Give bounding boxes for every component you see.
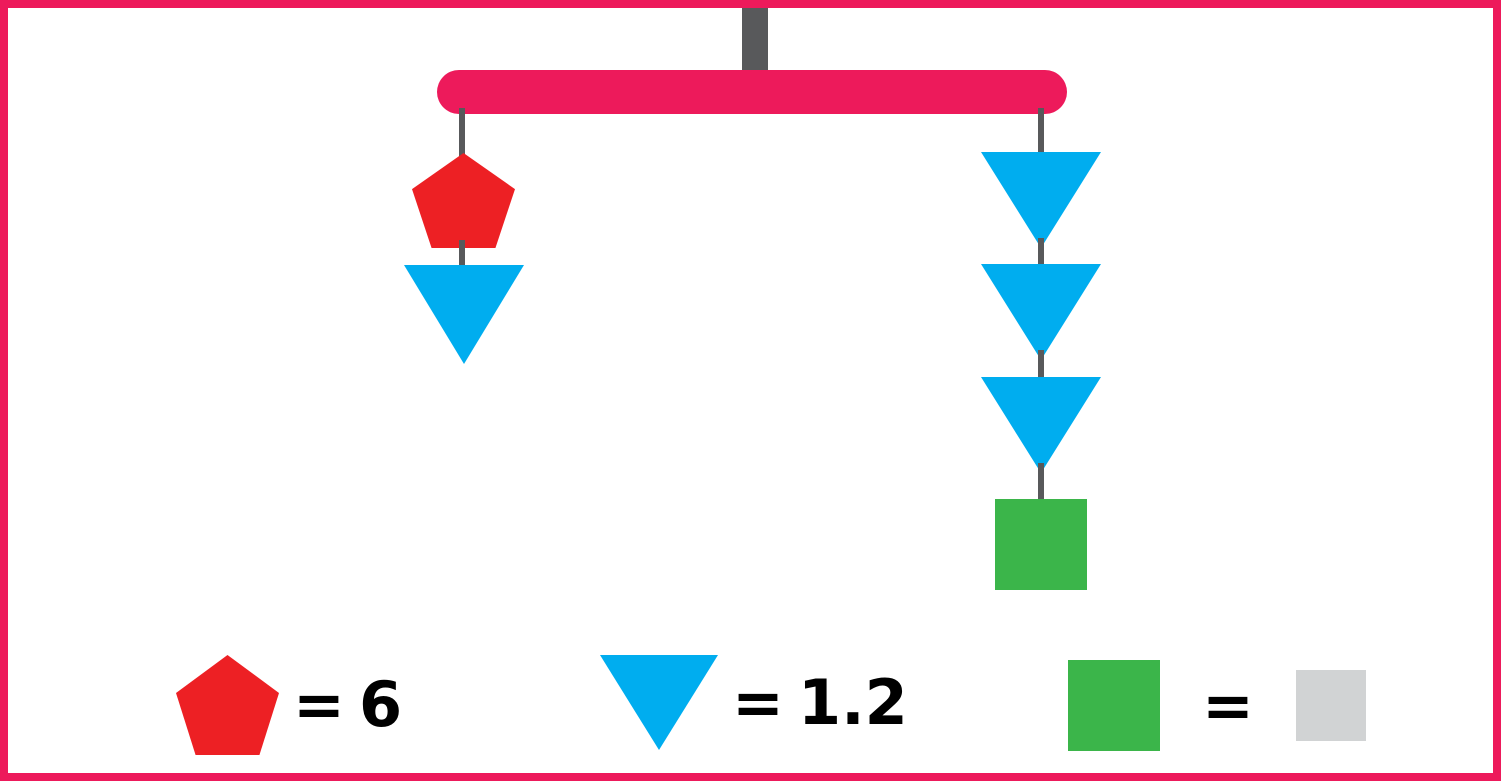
right-triangle-shape-2[interactable]: [981, 264, 1101, 360]
right-triangle-shape-3[interactable]: [981, 377, 1101, 473]
ceiling-post: [742, 0, 768, 76]
legend-item-pentagon: = 6: [176, 655, 402, 755]
legend-item-triangle: = 1.2: [600, 655, 908, 750]
legend-square-icon: [1068, 660, 1160, 751]
legend-triangle-equals: =: [732, 665, 784, 739]
right-arm-string-3: [1038, 350, 1044, 384]
right-arm-string-top: [1038, 108, 1044, 158]
right-triangle-shape-1[interactable]: [981, 152, 1101, 248]
legend-square-equals: =: [1202, 668, 1254, 742]
left-pentagon-shape[interactable]: [412, 153, 515, 248]
legend-triangle-value: 1.2: [797, 665, 908, 739]
legend-triangle-icon: [600, 655, 718, 750]
right-arm-string-2: [1038, 238, 1044, 272]
left-arm-string-top: [459, 108, 465, 160]
legend-pentagon-icon: [176, 655, 279, 755]
legend-pentagon-value: 6: [358, 668, 403, 741]
left-arm-string-middle: [459, 240, 465, 280]
legend-pentagon-equals: =: [293, 668, 345, 741]
right-square-shape[interactable]: [995, 499, 1087, 590]
left-triangle-shape[interactable]: [404, 265, 524, 364]
right-arm-string-4: [1038, 463, 1044, 505]
legend-square-unknown-answer-box[interactable]: [1295, 670, 1366, 741]
balance-beam[interactable]: [437, 70, 1067, 114]
legend-item-square: =: [1068, 660, 1366, 751]
